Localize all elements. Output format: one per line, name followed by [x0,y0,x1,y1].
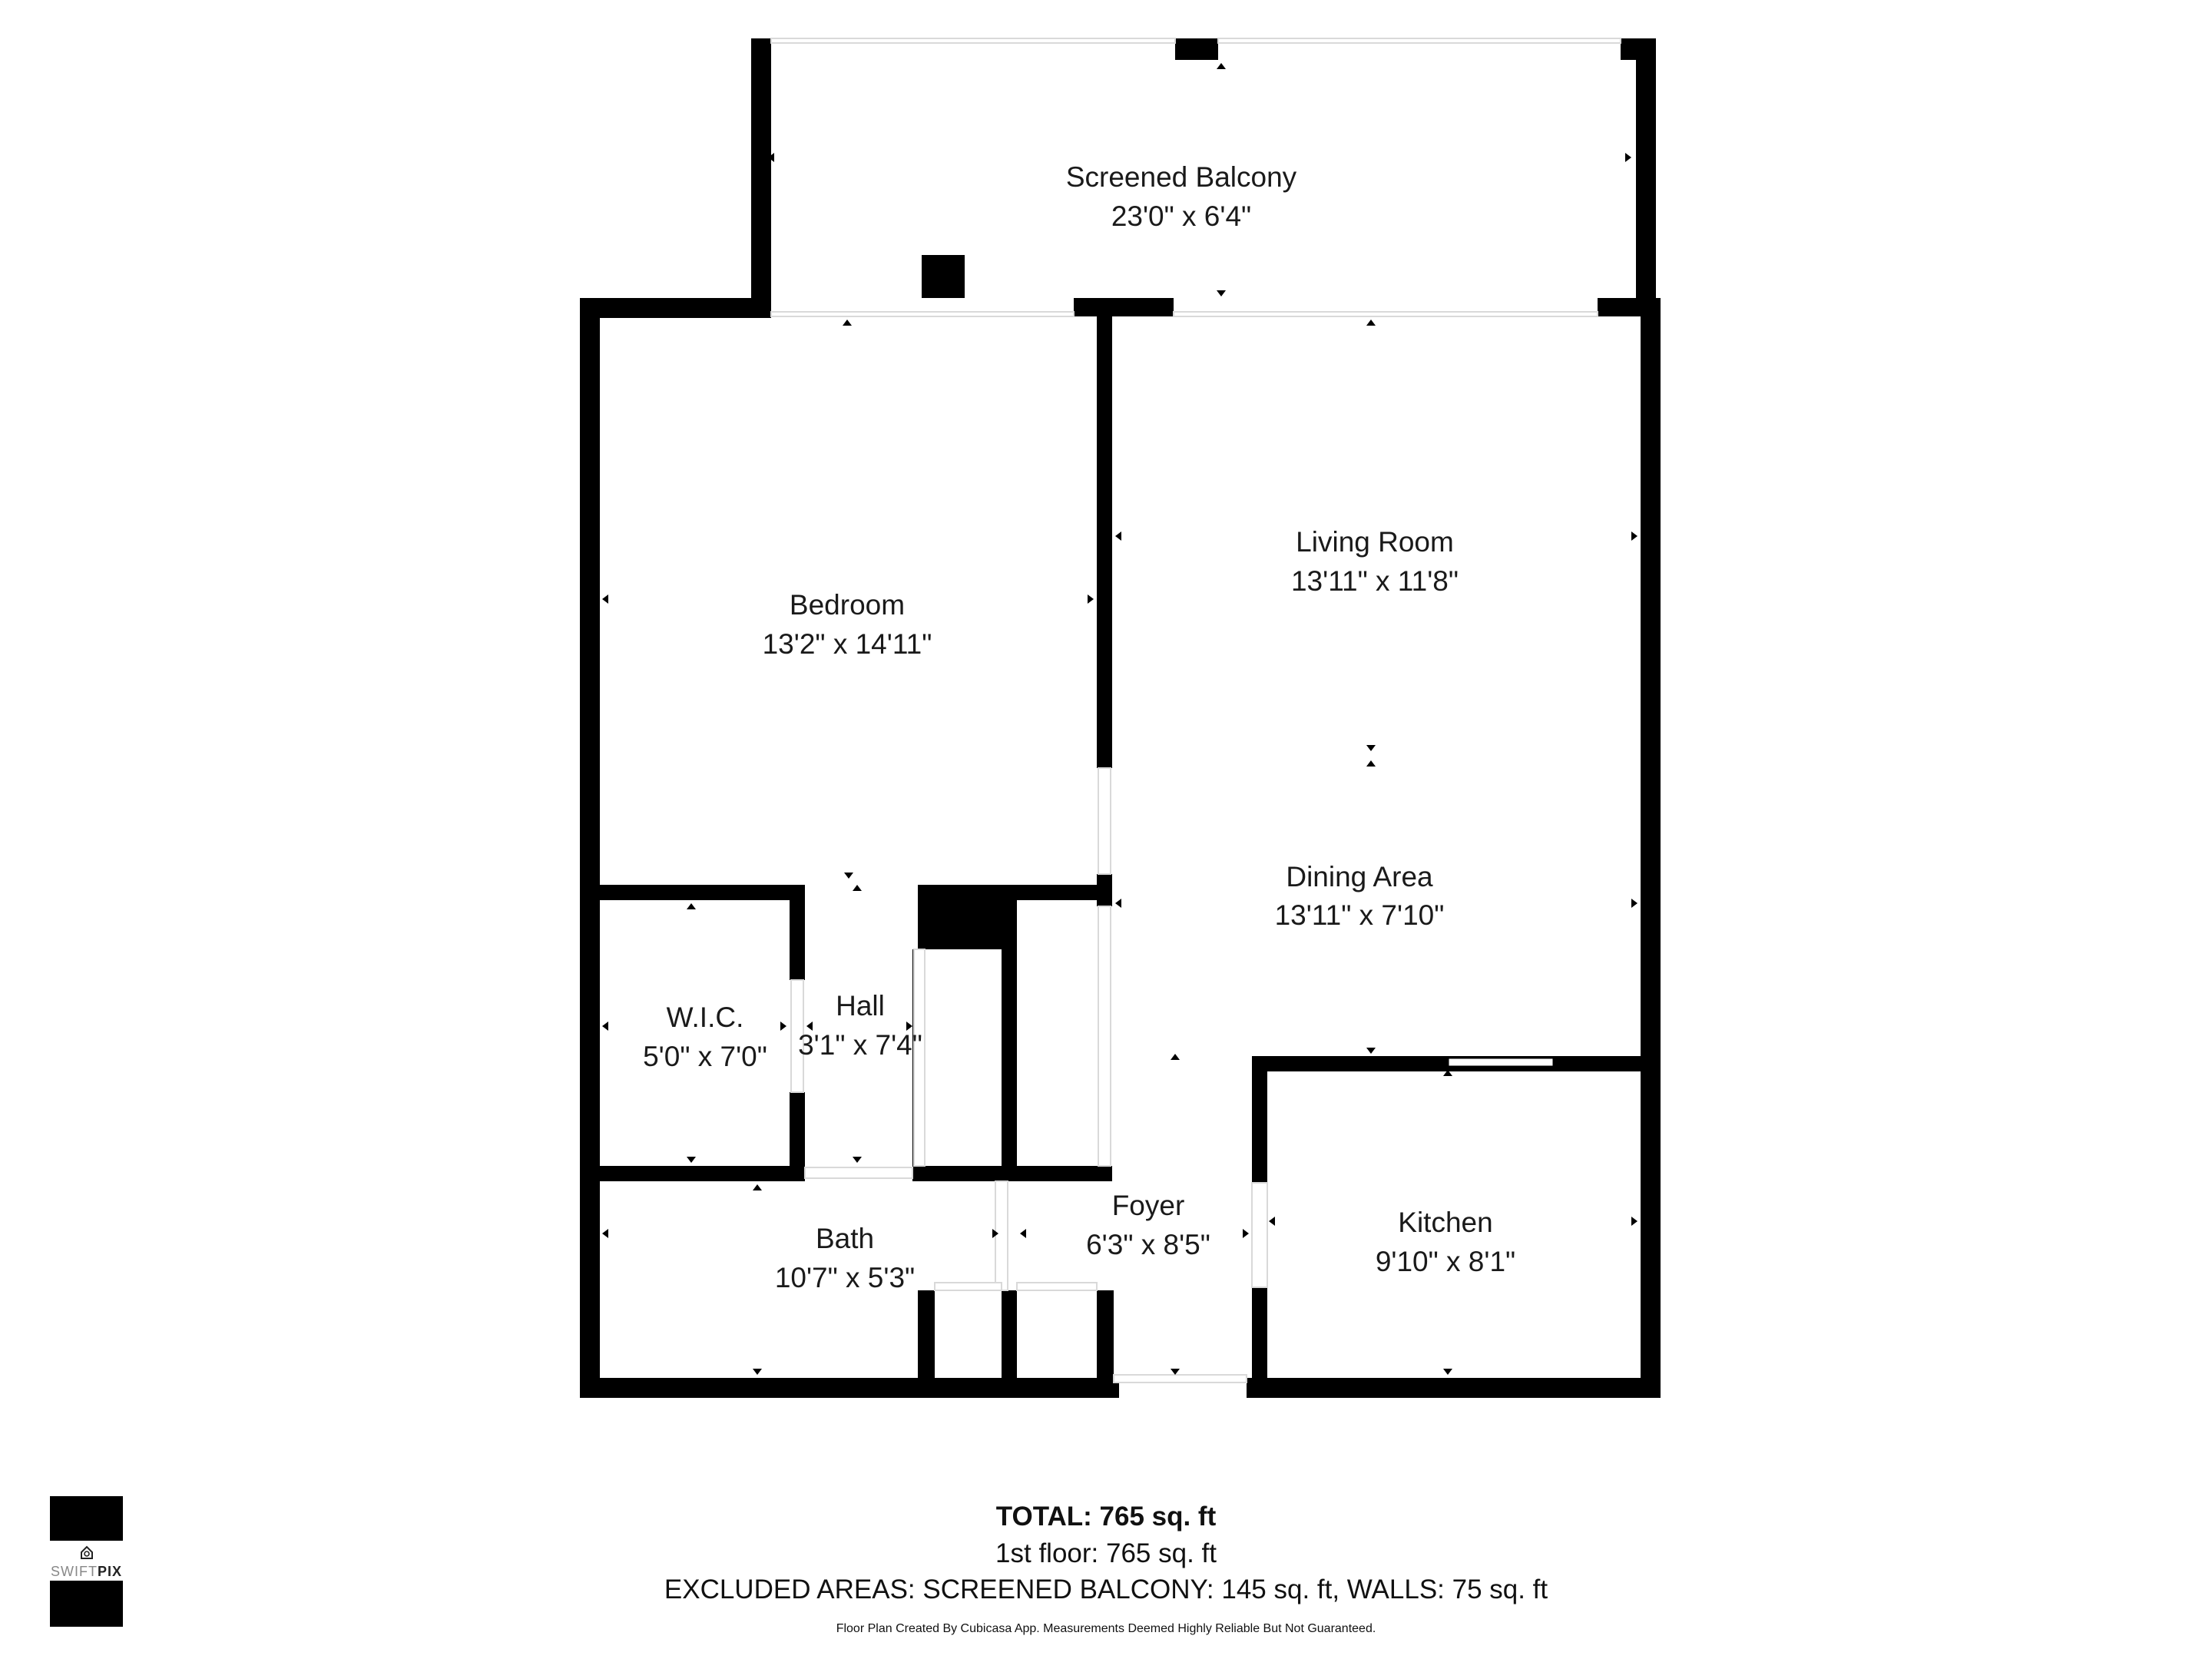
logo-bottom-block [50,1581,123,1627]
interior-walls [580,315,1661,1398]
balcony-name: Screened Balcony [1066,161,1297,193]
hall-name: Hall [836,990,885,1022]
living-dim: 13'11" x 11'8" [1291,565,1459,597]
room-labels: Screened Balcony 23'0" x 6'4" Living Roo… [643,161,1515,1293]
dimension-markers [602,63,1637,1375]
excluded-areas: EXCLUDED AREAS: SCREENED BALCONY: 145 sq… [664,1575,1548,1604]
balcony-walls [751,38,1656,316]
kitchen-name: Kitchen [1398,1207,1492,1238]
bedroom-name: Bedroom [790,589,905,621]
dining-name: Dining Area [1286,861,1433,892]
wic-dim: 5'0" x 7'0" [643,1041,767,1072]
openings [770,38,1621,1383]
wic-name: W.I.C. [667,1002,744,1033]
logo-text-bold: PIX [97,1564,122,1579]
bedroom-dim: 13'2" x 14'11" [763,628,932,660]
kitchen-dim: 9'10" x 8'1" [1376,1246,1515,1277]
bath-name: Bath [816,1223,874,1254]
logo-text-light: SWIFT [50,1564,98,1579]
swiftpix-logo: SWIFTPIX [50,1496,123,1627]
foyer-name: Foyer [1112,1190,1185,1221]
dining-dim: 13'11" x 7'10" [1275,899,1445,931]
outer-walls [580,298,1661,1398]
balcony-dim: 23'0" x 6'4" [1111,200,1251,232]
bath-dim: 10'7" x 5'3" [775,1262,915,1293]
disclaimer: Floor Plan Created By Cubicasa App. Meas… [836,1622,1376,1635]
logo-text: SWIFTPIX [50,1564,123,1580]
foyer-dim: 6'3" x 8'5" [1086,1229,1210,1260]
logo-top-block [50,1496,123,1541]
house-icon [81,1545,93,1559]
hall-dim: 3'1" x 7'4" [798,1029,922,1061]
living-name: Living Room [1296,526,1454,558]
first-floor-area: 1st floor: 765 sq. ft [995,1538,1217,1568]
logo-mark: SWIFTPIX [50,1541,123,1581]
total-area: TOTAL: 765 sq. ft [995,1502,1217,1532]
